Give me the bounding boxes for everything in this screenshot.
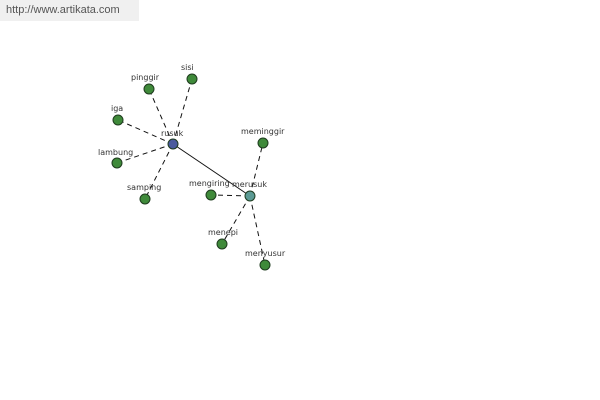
node-label-sisi: sisi bbox=[181, 63, 194, 72]
labels-layer: rusuk merusuk pinggir sisi iga lambung samping… bbox=[98, 63, 286, 258]
node-rusuk[interactable] bbox=[167, 138, 179, 150]
node-label-rusuk: rusuk bbox=[161, 129, 184, 138]
node-merusuk[interactable] bbox=[244, 190, 256, 202]
edge-rusuk-pinggir bbox=[148, 88, 174, 145]
edge-merusuk-menyusur bbox=[249, 195, 266, 266]
node-label-menepi: menepi bbox=[208, 228, 238, 237]
edge-rusuk-merusuk bbox=[172, 143, 251, 197]
node-iga[interactable] bbox=[112, 114, 124, 126]
edges-layer bbox=[116, 78, 266, 266]
edge-merusuk-menepi bbox=[221, 195, 251, 245]
edge-rusuk-samping bbox=[144, 143, 174, 200]
node-pinggir[interactable] bbox=[143, 83, 155, 95]
edge-rusuk-iga bbox=[117, 119, 174, 145]
node-mengiring[interactable] bbox=[205, 189, 217, 201]
node-samping[interactable] bbox=[139, 193, 151, 205]
node-sisi[interactable] bbox=[186, 73, 198, 85]
node-label-merusuk: merusuk bbox=[232, 180, 267, 189]
node-label-meminggir: meminggir bbox=[241, 127, 285, 136]
node-label-pinggir: pinggir bbox=[131, 73, 160, 82]
node-label-lambung: lambung bbox=[98, 148, 133, 157]
watermark-url: http://www.artikata.com bbox=[0, 0, 139, 21]
node-menepi[interactable] bbox=[216, 238, 228, 250]
node-lambung[interactable] bbox=[111, 157, 123, 169]
edge-rusuk-lambung bbox=[116, 143, 174, 164]
nodes-layer bbox=[111, 73, 271, 271]
edge-rusuk-sisi bbox=[172, 78, 193, 145]
edge-merusuk-meminggir bbox=[249, 142, 264, 197]
node-label-menyusur: menyusur bbox=[245, 249, 286, 258]
node-label-samping: samping bbox=[127, 183, 161, 192]
node-meminggir[interactable] bbox=[257, 137, 269, 149]
node-label-mengiring: mengiring bbox=[189, 179, 230, 188]
edge-merusuk-mengiring bbox=[210, 194, 251, 197]
node-menyusur[interactable] bbox=[259, 259, 271, 271]
node-label-iga: iga bbox=[111, 104, 123, 113]
